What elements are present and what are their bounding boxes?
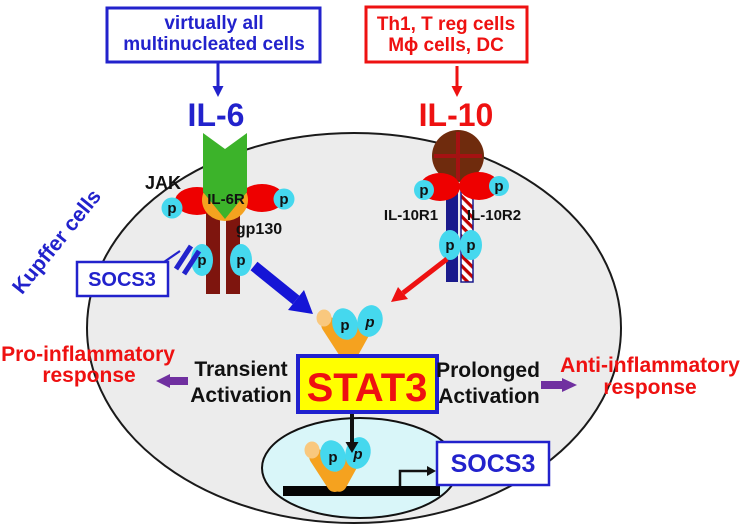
phospho-badge xyxy=(414,180,434,200)
transcription-arrow xyxy=(398,469,427,486)
il10-source-line2: Mϕ cells, DC xyxy=(388,35,504,56)
stat3-to-nucleus-arrowhead xyxy=(345,442,359,453)
socs3-gene-box xyxy=(435,440,551,487)
phospho-badge xyxy=(273,188,295,210)
dna-promoter-bar xyxy=(283,486,440,496)
il6-ligand-arrow xyxy=(203,133,247,219)
phospho-label: p xyxy=(494,178,503,195)
il10-source-line1: Th1, T reg cells xyxy=(377,14,515,35)
transient-activation-line1: Transient xyxy=(194,358,287,381)
phospho-label: p xyxy=(279,191,288,208)
phospho-label: p xyxy=(167,200,176,217)
il6-signal-arrowhead xyxy=(288,290,313,314)
jak-kinase-right xyxy=(459,172,499,200)
phospho-label: p xyxy=(466,237,475,254)
gp130-chain-left xyxy=(206,212,220,294)
il6-source-arrowhead xyxy=(212,86,224,97)
il10r2-label: IL-10R2 xyxy=(467,207,521,224)
socs3-connector-line xyxy=(163,250,181,263)
inhibition-bar xyxy=(173,244,194,271)
il6-ligand-label: IL-6 xyxy=(188,97,245,133)
anti-inflammatory-line2: response xyxy=(603,376,696,399)
pro-response-arrowhead xyxy=(156,374,170,388)
il10-source-arrowhead xyxy=(451,86,463,97)
prolonged-activation-line1: Prolonged xyxy=(436,359,540,382)
inhibition-bar xyxy=(181,249,202,276)
stat3-box xyxy=(296,354,439,414)
phospho-badge xyxy=(230,244,252,276)
transient-activation-line2: Activation xyxy=(190,384,292,407)
phospho-badge xyxy=(489,176,509,196)
socs3-membrane-label: SOCS3 xyxy=(88,269,156,291)
il10-signal-arrowhead xyxy=(391,287,408,302)
il10-signal-arrow xyxy=(401,257,449,295)
pro-inflammatory-line1: Pro-inflammatory xyxy=(1,343,175,366)
phospho-badge xyxy=(161,197,183,219)
il10-source-box xyxy=(364,5,529,64)
il6-source-box xyxy=(105,6,322,64)
phospho-badge xyxy=(460,230,482,260)
socs3-membrane-box xyxy=(75,260,170,298)
phospho-label: p xyxy=(197,252,206,269)
il6r-label: IL-6R xyxy=(207,191,245,208)
il6-source-line2: multinucleated cells xyxy=(123,34,305,55)
transcription-arrowhead xyxy=(427,466,436,476)
il10-ligand-label: IL-10 xyxy=(419,97,494,133)
il10r1-label: IL-10R1 xyxy=(384,207,438,224)
phospho-label: p xyxy=(419,182,428,199)
phospho-label: p xyxy=(445,237,454,254)
phospho-badge xyxy=(439,230,461,260)
phospho-label: p xyxy=(236,252,245,269)
prolonged-activation-line2: Activation xyxy=(438,385,540,408)
anti-inflammatory-line1: Anti-inflammatory xyxy=(560,354,740,377)
gp130-label: gp130 xyxy=(236,221,282,238)
il6-signal-arrow xyxy=(250,261,300,305)
jak-kinase-right xyxy=(240,184,284,212)
jak-label: JAK xyxy=(145,173,181,193)
il6-source-line1: virtually all xyxy=(164,13,263,34)
socs3-gene-label: SOCS3 xyxy=(451,450,536,478)
pro-inflammatory-line2: response xyxy=(42,364,135,387)
stat3-label: STAT3 xyxy=(307,366,428,410)
anti-response-arrowhead xyxy=(562,378,577,392)
